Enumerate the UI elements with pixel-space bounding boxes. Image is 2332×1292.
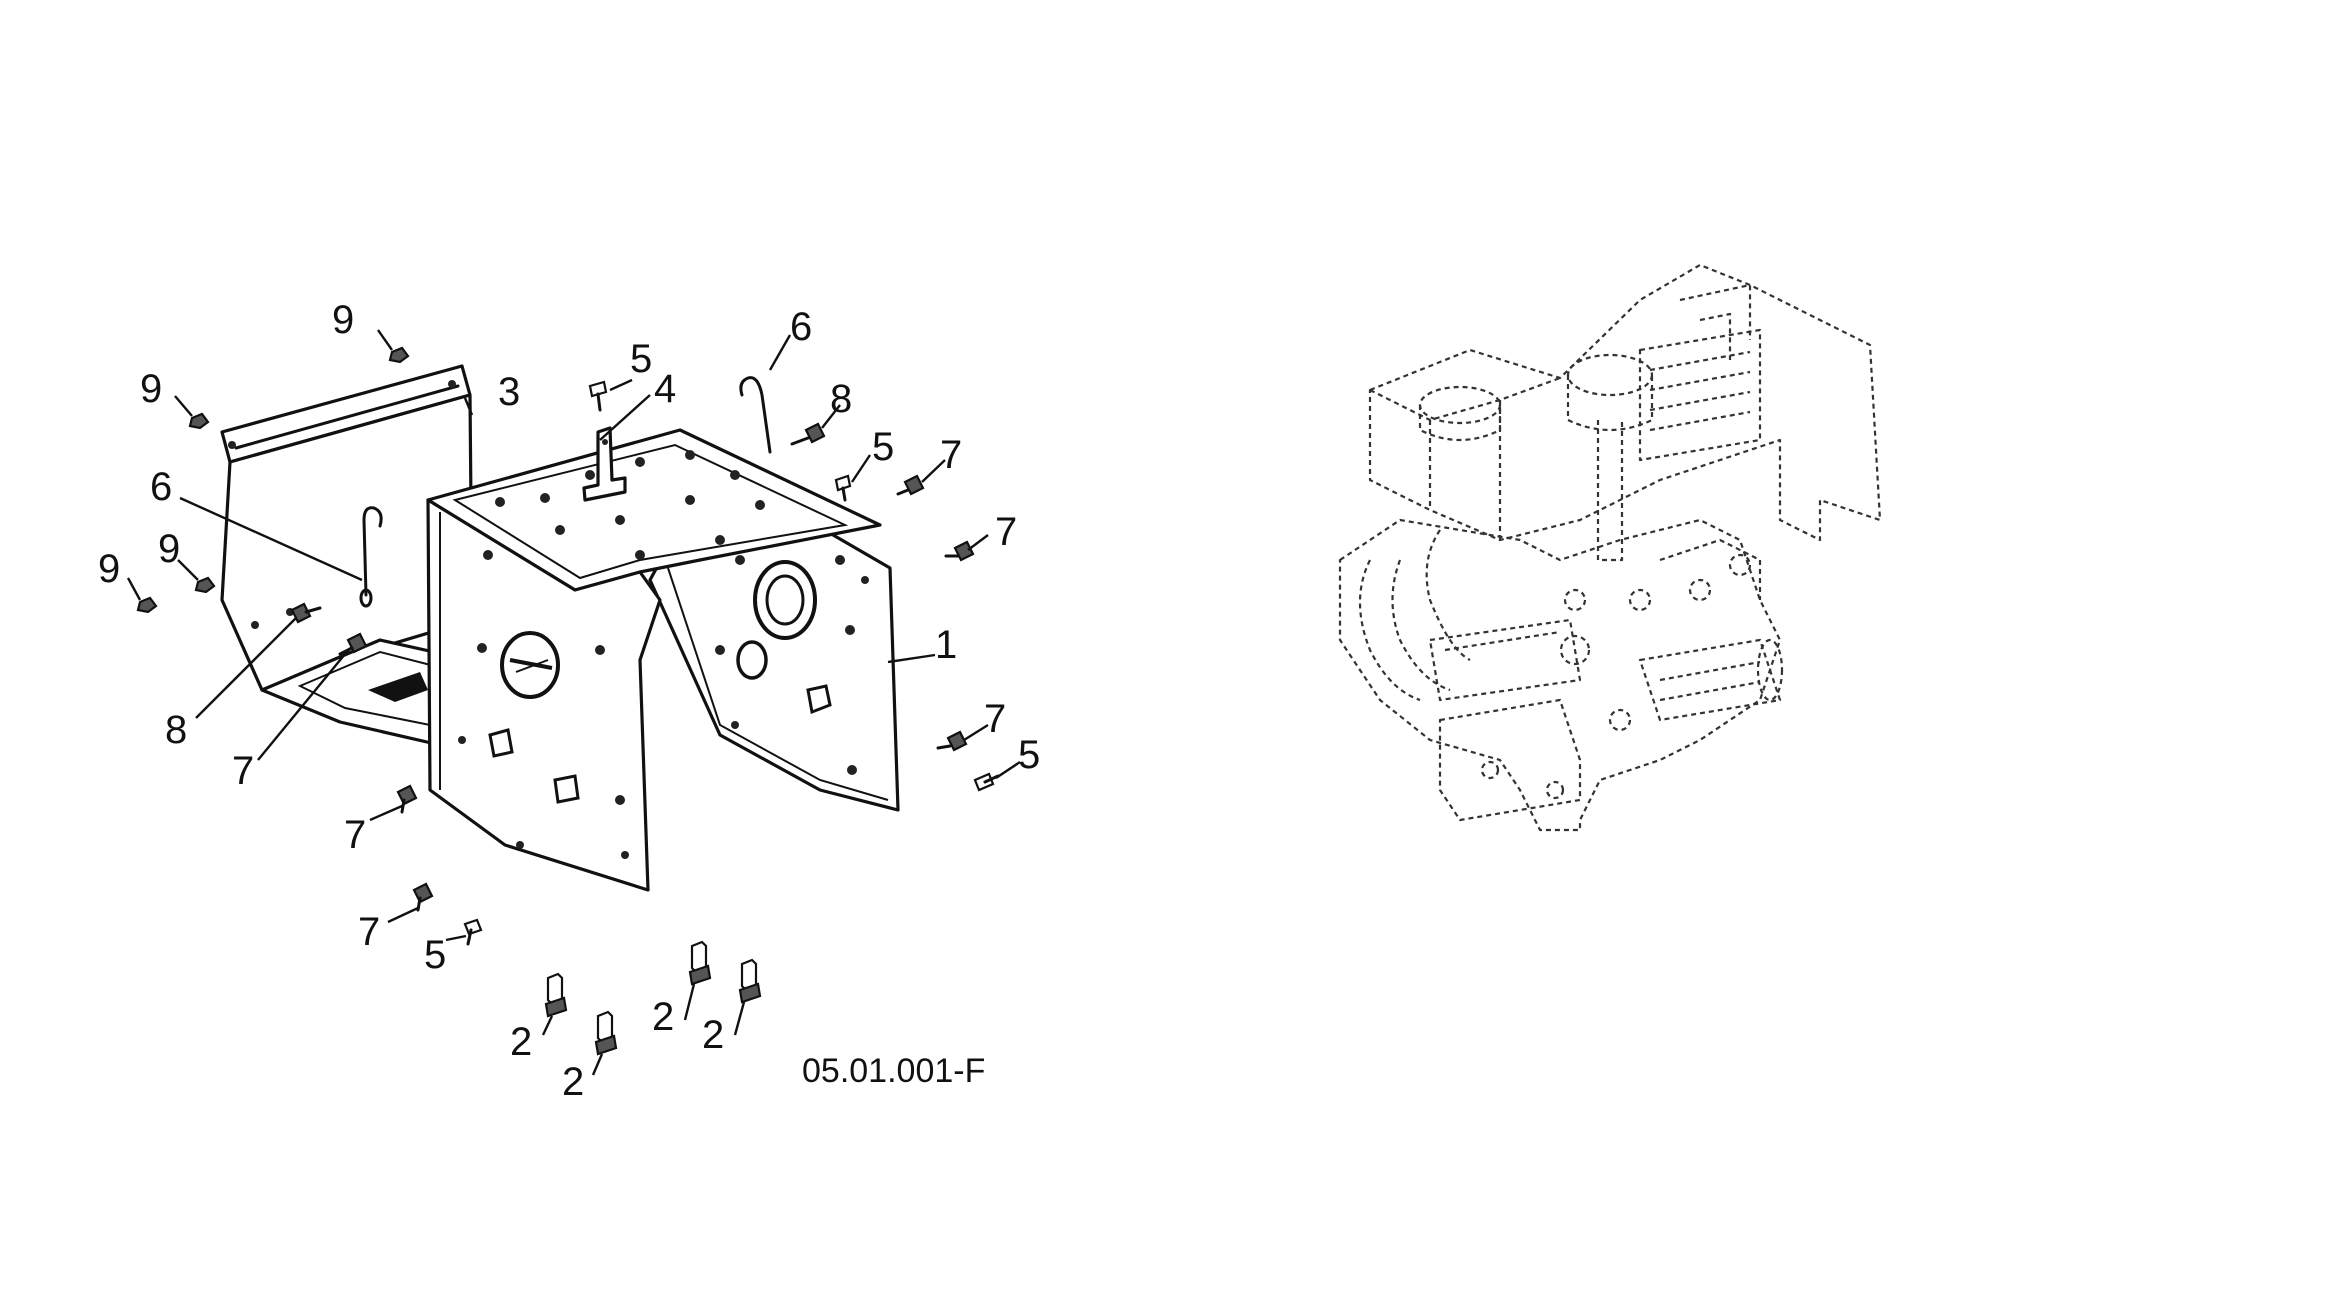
- callout-7: 7: [358, 910, 380, 954]
- leader-lines: [126, 329, 1021, 1076]
- bracket-part-4: [582, 426, 627, 502]
- frame-assembly-drawing: 9 9 9 9 3 5 4 6 6 8 8 5 7 7 1 7 5 7 7 7 …: [98, 298, 1040, 1104]
- screw-part-5-c: [973, 772, 1000, 792]
- screw-part-5-a: [588, 380, 608, 412]
- callout-5: 5: [872, 425, 894, 469]
- callout-9: 9: [140, 367, 162, 411]
- left-side-panel: [426, 498, 662, 892]
- rear-shield-part-3: [220, 364, 474, 692]
- long-bolt-part-2-d: [738, 958, 762, 1004]
- callout-5: 5: [630, 337, 652, 381]
- callout-6: 6: [790, 305, 812, 349]
- bolt-part-7-a: [896, 474, 925, 496]
- long-bolt-part-2-a: [544, 972, 568, 1018]
- long-bolt-part-2-c: [688, 940, 712, 986]
- flange-bolt-part-8-a: [790, 422, 826, 446]
- callout-8: 8: [165, 708, 187, 752]
- callout-7: 7: [984, 697, 1006, 741]
- hook-part-6-upper: [739, 376, 772, 454]
- callout-7: 7: [344, 813, 366, 857]
- screw-part-5-b: [834, 474, 852, 502]
- callout-7: 7: [995, 510, 1017, 554]
- callout-3: 3: [498, 370, 520, 414]
- engine-reference-drawing: [1338, 263, 1882, 832]
- bolt-part-7-b: [944, 540, 975, 562]
- hook-part-6-lower: [359, 506, 383, 608]
- callout-7: 7: [232, 749, 254, 793]
- callout-9: 9: [158, 527, 180, 571]
- flange-bolt-part-8-b: [290, 602, 322, 624]
- bolt-part-7-e: [396, 784, 418, 814]
- long-bolt-part-2-b: [594, 1010, 618, 1056]
- callout-9: 9: [332, 298, 354, 342]
- figure-code: 05.01.001-F: [802, 1052, 985, 1090]
- callout-9: 9: [98, 547, 120, 591]
- callout-1: 1: [935, 623, 957, 667]
- callout-6: 6: [150, 465, 172, 509]
- callout-2: 2: [702, 1013, 724, 1057]
- callout-5: 5: [1018, 733, 1040, 777]
- callout-8: 8: [830, 377, 852, 421]
- callout-2: 2: [562, 1060, 584, 1104]
- callout-7: 7: [940, 433, 962, 477]
- callout-5: 5: [424, 933, 446, 977]
- nut-part-9-c: [194, 576, 216, 594]
- nut-part-9-d: [136, 596, 158, 614]
- screw-part-5-d: [463, 918, 483, 946]
- nut-part-9-a: [388, 346, 410, 364]
- nut-part-9-b: [188, 412, 210, 430]
- bolt-part-7-c: [936, 730, 968, 752]
- callout-4: 4: [654, 367, 676, 411]
- callout-2: 2: [652, 995, 674, 1039]
- bolt-part-7-f: [412, 882, 434, 912]
- callout-2: 2: [510, 1020, 532, 1064]
